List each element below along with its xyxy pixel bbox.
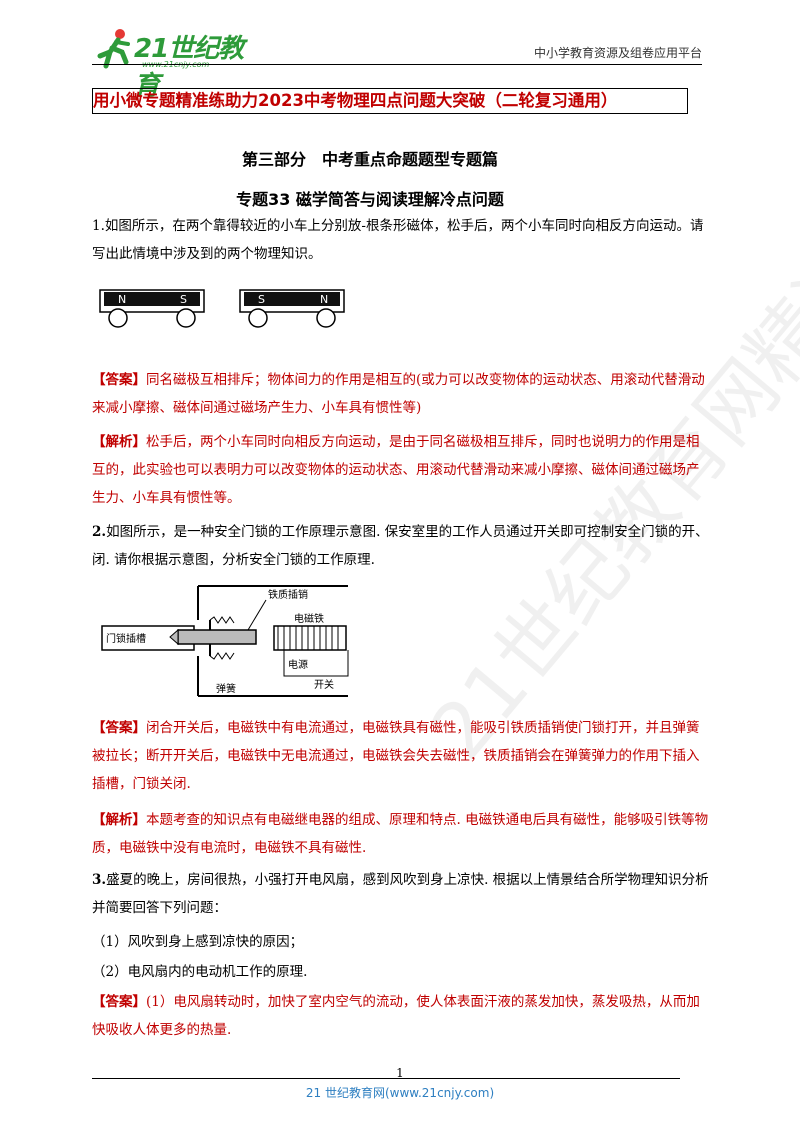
question-3-sub-2: （2）电风扇内的电动机工作的原理. — [92, 964, 308, 980]
label-lock-slot: 门锁插槽 — [106, 632, 146, 645]
analysis-2-tag: 【解析】 — [92, 812, 146, 828]
label-switch: 开关 — [314, 678, 334, 691]
answer-3: 【答案】(1）电风扇转动时，加快了室内空气的流动，使人体表面汗液的蒸发加快，蒸发… — [92, 988, 712, 1044]
answer-2: 【答案】闭合开关后，电磁铁中有电流通过，电磁铁具有磁性，能吸引铁质插销使门锁打开… — [92, 714, 712, 798]
document-title: 用小微专题精准练助力2023中考物理四点问题大突破（二轮复习通用） — [93, 91, 618, 110]
question-3-sub-1: （1）风吹到身上感到凉快的原因； — [92, 934, 304, 950]
figure-door-lock: 门锁插槽 弹簧 铁质插销 电磁铁 电源 开关 — [101, 585, 349, 697]
answer-1-text: 同名磁极互相排斥；物体间力的作用是相互的(或力可以改变物体的运动状态、用滚动代替… — [92, 372, 705, 416]
analysis-1: 【解析】松手后，两个小车同时向相反方向运动，是由于同名磁极相互排斥，同时也说明力… — [92, 428, 712, 512]
footer-divider — [92, 1078, 680, 1079]
question-3-number: 3. — [92, 872, 107, 888]
figure-magnet-carts: N S S N — [99, 289, 345, 328]
answer-3-tag: 【答案】 — [92, 994, 146, 1010]
cart1-pole-left: N — [118, 293, 126, 306]
header-divider — [92, 64, 702, 65]
question-3-text: 盛夏的晚上，房间很热，小强打开电风扇，感到风吹到身上凉快. 根据以上情景结合所学… — [92, 872, 709, 916]
analysis-1-tag: 【解析】 — [92, 434, 146, 450]
question-3: 3.盛夏的晚上，房间很热，小强打开电风扇，感到风吹到身上凉快. 根据以上情景结合… — [92, 866, 712, 922]
logo-text: 21世纪教育 — [134, 34, 244, 101]
answer-1-tag: 【答案】 — [92, 372, 146, 388]
answer-1: 【答案】同名磁极互相排斥；物体间力的作用是相互的(或力可以改变物体的运动状态、用… — [92, 366, 712, 422]
answer-2-tag: 【答案】 — [92, 720, 146, 736]
part-title: 第三部分 中考重点命题题型专题篇 — [241, 150, 498, 169]
analysis-1-text: 松手后，两个小车同时向相反方向运动，是由于同名磁极相互排斥，同时也说明力的作用是… — [92, 434, 700, 506]
label-iron-pin: 铁质插销 — [268, 588, 308, 601]
question-2-text: 如图所示，是一种安全门锁的工作原理示意图. 保安室里的工作人员通过开关即可控制安… — [92, 524, 709, 568]
topic-title: 专题33 磁学简答与阅读理解冷点问题 — [236, 190, 504, 209]
analysis-2-text: 本题考查的知识点有电磁继电器的组成、原理和特点. 电磁铁通电后具有磁性，能够吸引… — [92, 812, 709, 856]
label-power: 电源 — [288, 658, 308, 671]
document-title-box: 用小微专题精准练助力2023中考物理四点问题大突破（二轮复习通用） — [92, 88, 688, 114]
page-number: 1 — [396, 1066, 404, 1080]
label-electromagnet: 电磁铁 — [294, 612, 324, 625]
question-2: 2.如图所示，是一种安全门锁的工作原理示意图. 保安室里的工作人员通过开关即可控… — [92, 518, 712, 574]
platform-name: 中小学教育资源及组卷应用平台 — [533, 46, 702, 60]
label-spring: 弹簧 — [216, 682, 236, 695]
answer-2-text: 闭合开关后，电磁铁中有电流通过，电磁铁具有磁性，能吸引铁质插销使门锁打开，并且弹… — [92, 720, 700, 792]
question-2-number: 2. — [92, 524, 107, 540]
analysis-2: 【解析】本题考查的知识点有电磁继电器的组成、原理和特点. 电磁铁通电后具有磁性，… — [92, 806, 712, 862]
cart2-pole-left: S — [258, 293, 265, 306]
footer-site-link[interactable]: 21 世纪教育网(www.21cnjy.com) — [305, 1086, 495, 1100]
cart2-pole-right: N — [320, 293, 328, 306]
answer-3-text: (1）电风扇转动时，加快了室内空气的流动，使人体表面汗液的蒸发加快，蒸发吸热，从… — [92, 994, 700, 1038]
cart1-pole-right: S — [180, 293, 187, 306]
runner-icon — [97, 29, 130, 69]
site-logo[interactable]: 21世纪教育 www.21cnjy.com — [92, 26, 252, 101]
question-1: 1.如图所示，在两个靠得较近的小车上分别放-根条形磁体，松手后，两个小车同时向相… — [92, 218, 704, 262]
